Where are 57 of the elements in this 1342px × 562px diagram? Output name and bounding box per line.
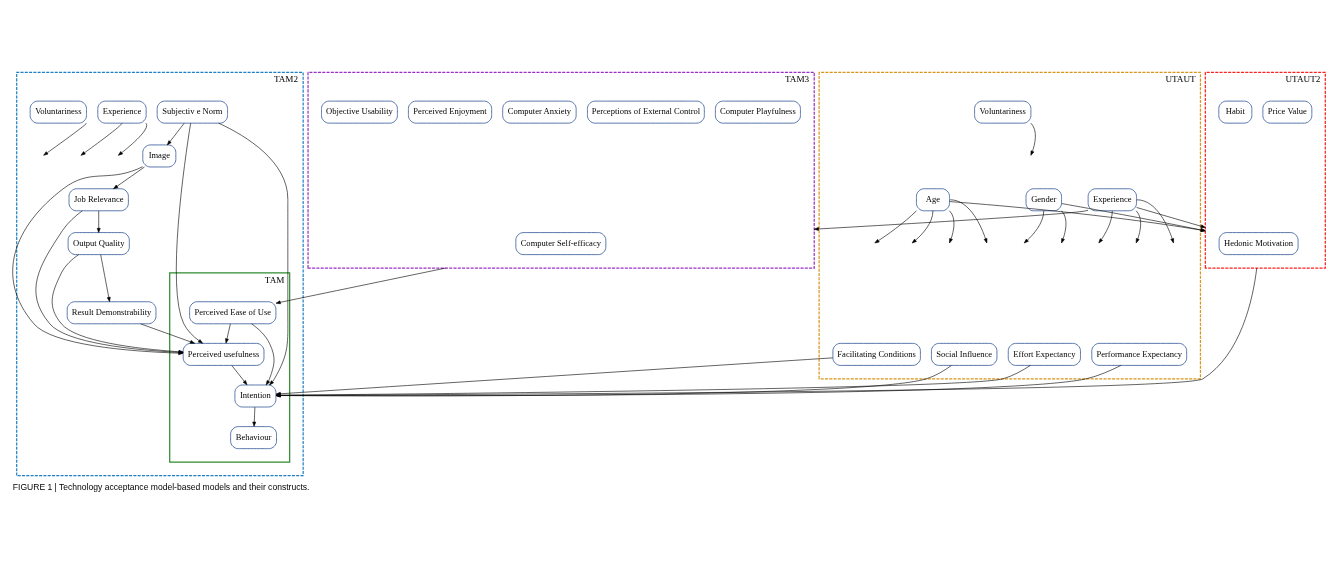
- arrow: [140, 323, 195, 344]
- node-box: Behaviour: [230, 426, 277, 450]
- arrow: [225, 323, 231, 344]
- arrow: [231, 365, 248, 386]
- arrow: [118, 122, 147, 156]
- arrow: [949, 210, 955, 244]
- arrow: [949, 199, 988, 244]
- arrow: [1135, 210, 1141, 244]
- node-box: Perceived Ease of Use: [189, 301, 277, 325]
- arrow: [251, 323, 275, 386]
- node-box: Facilitating Conditions: [832, 342, 921, 366]
- arrow: [176, 122, 203, 344]
- node-box: Job Relevance: [68, 188, 129, 212]
- node-box: Computer Playfulness: [715, 100, 801, 124]
- arrow: [874, 210, 917, 244]
- node-box: Objective Usability: [321, 100, 398, 124]
- node-box: Voluntariness: [974, 100, 1032, 124]
- arrow: [1061, 203, 1206, 232]
- caption: FIGURE 1 | Technology acceptance model-based models and their constructs.: [12, 481, 310, 492]
- arrow: [911, 210, 934, 244]
- node-box: Result Demonstrability: [66, 301, 157, 325]
- arrow: [1136, 207, 1206, 229]
- node-box: Habit: [1218, 100, 1253, 124]
- node-box: Computer Anxiety: [502, 100, 577, 124]
- arrow: [80, 122, 123, 156]
- arrow: [218, 122, 289, 386]
- node-box: Gender: [1025, 188, 1062, 212]
- node-box: Image: [142, 144, 177, 168]
- arrow: [167, 122, 185, 146]
- arrow: [96, 210, 101, 233]
- arrow: [43, 122, 87, 156]
- node-box: Subjectiv e Norm: [156, 100, 228, 124]
- arrow: [252, 406, 257, 427]
- node-box: Experience: [97, 100, 147, 124]
- arrow: [275, 267, 446, 305]
- arrow: [113, 166, 145, 189]
- node-box: Age: [916, 188, 950, 212]
- node-box: Perceptions of External Control: [587, 100, 705, 124]
- arrow: [1023, 210, 1045, 244]
- node-box: Output Quality: [67, 232, 130, 255]
- arrow: [949, 201, 1206, 232]
- node-box: Voluntariness: [29, 100, 87, 124]
- arrow: [1136, 199, 1174, 244]
- node-box: Perceived Enjoyment: [408, 100, 493, 124]
- node-box: Intention: [234, 384, 277, 408]
- arrow: [1098, 210, 1113, 244]
- arrow: [100, 254, 111, 302]
- node-box: Social Influence: [931, 342, 998, 366]
- node-box: Performance Expectancy: [1091, 342, 1188, 366]
- node-box: Computer Self-efficacy: [515, 232, 607, 255]
- node-box: Experience: [1087, 188, 1137, 212]
- node-box: Effort Expectancy: [1007, 342, 1081, 366]
- node-box: Hedonic Motivation: [1218, 232, 1299, 255]
- arrow: [813, 210, 1089, 231]
- arrow: [1061, 210, 1067, 244]
- arrow: [1030, 122, 1036, 156]
- node-box: Price Value: [1262, 100, 1313, 124]
